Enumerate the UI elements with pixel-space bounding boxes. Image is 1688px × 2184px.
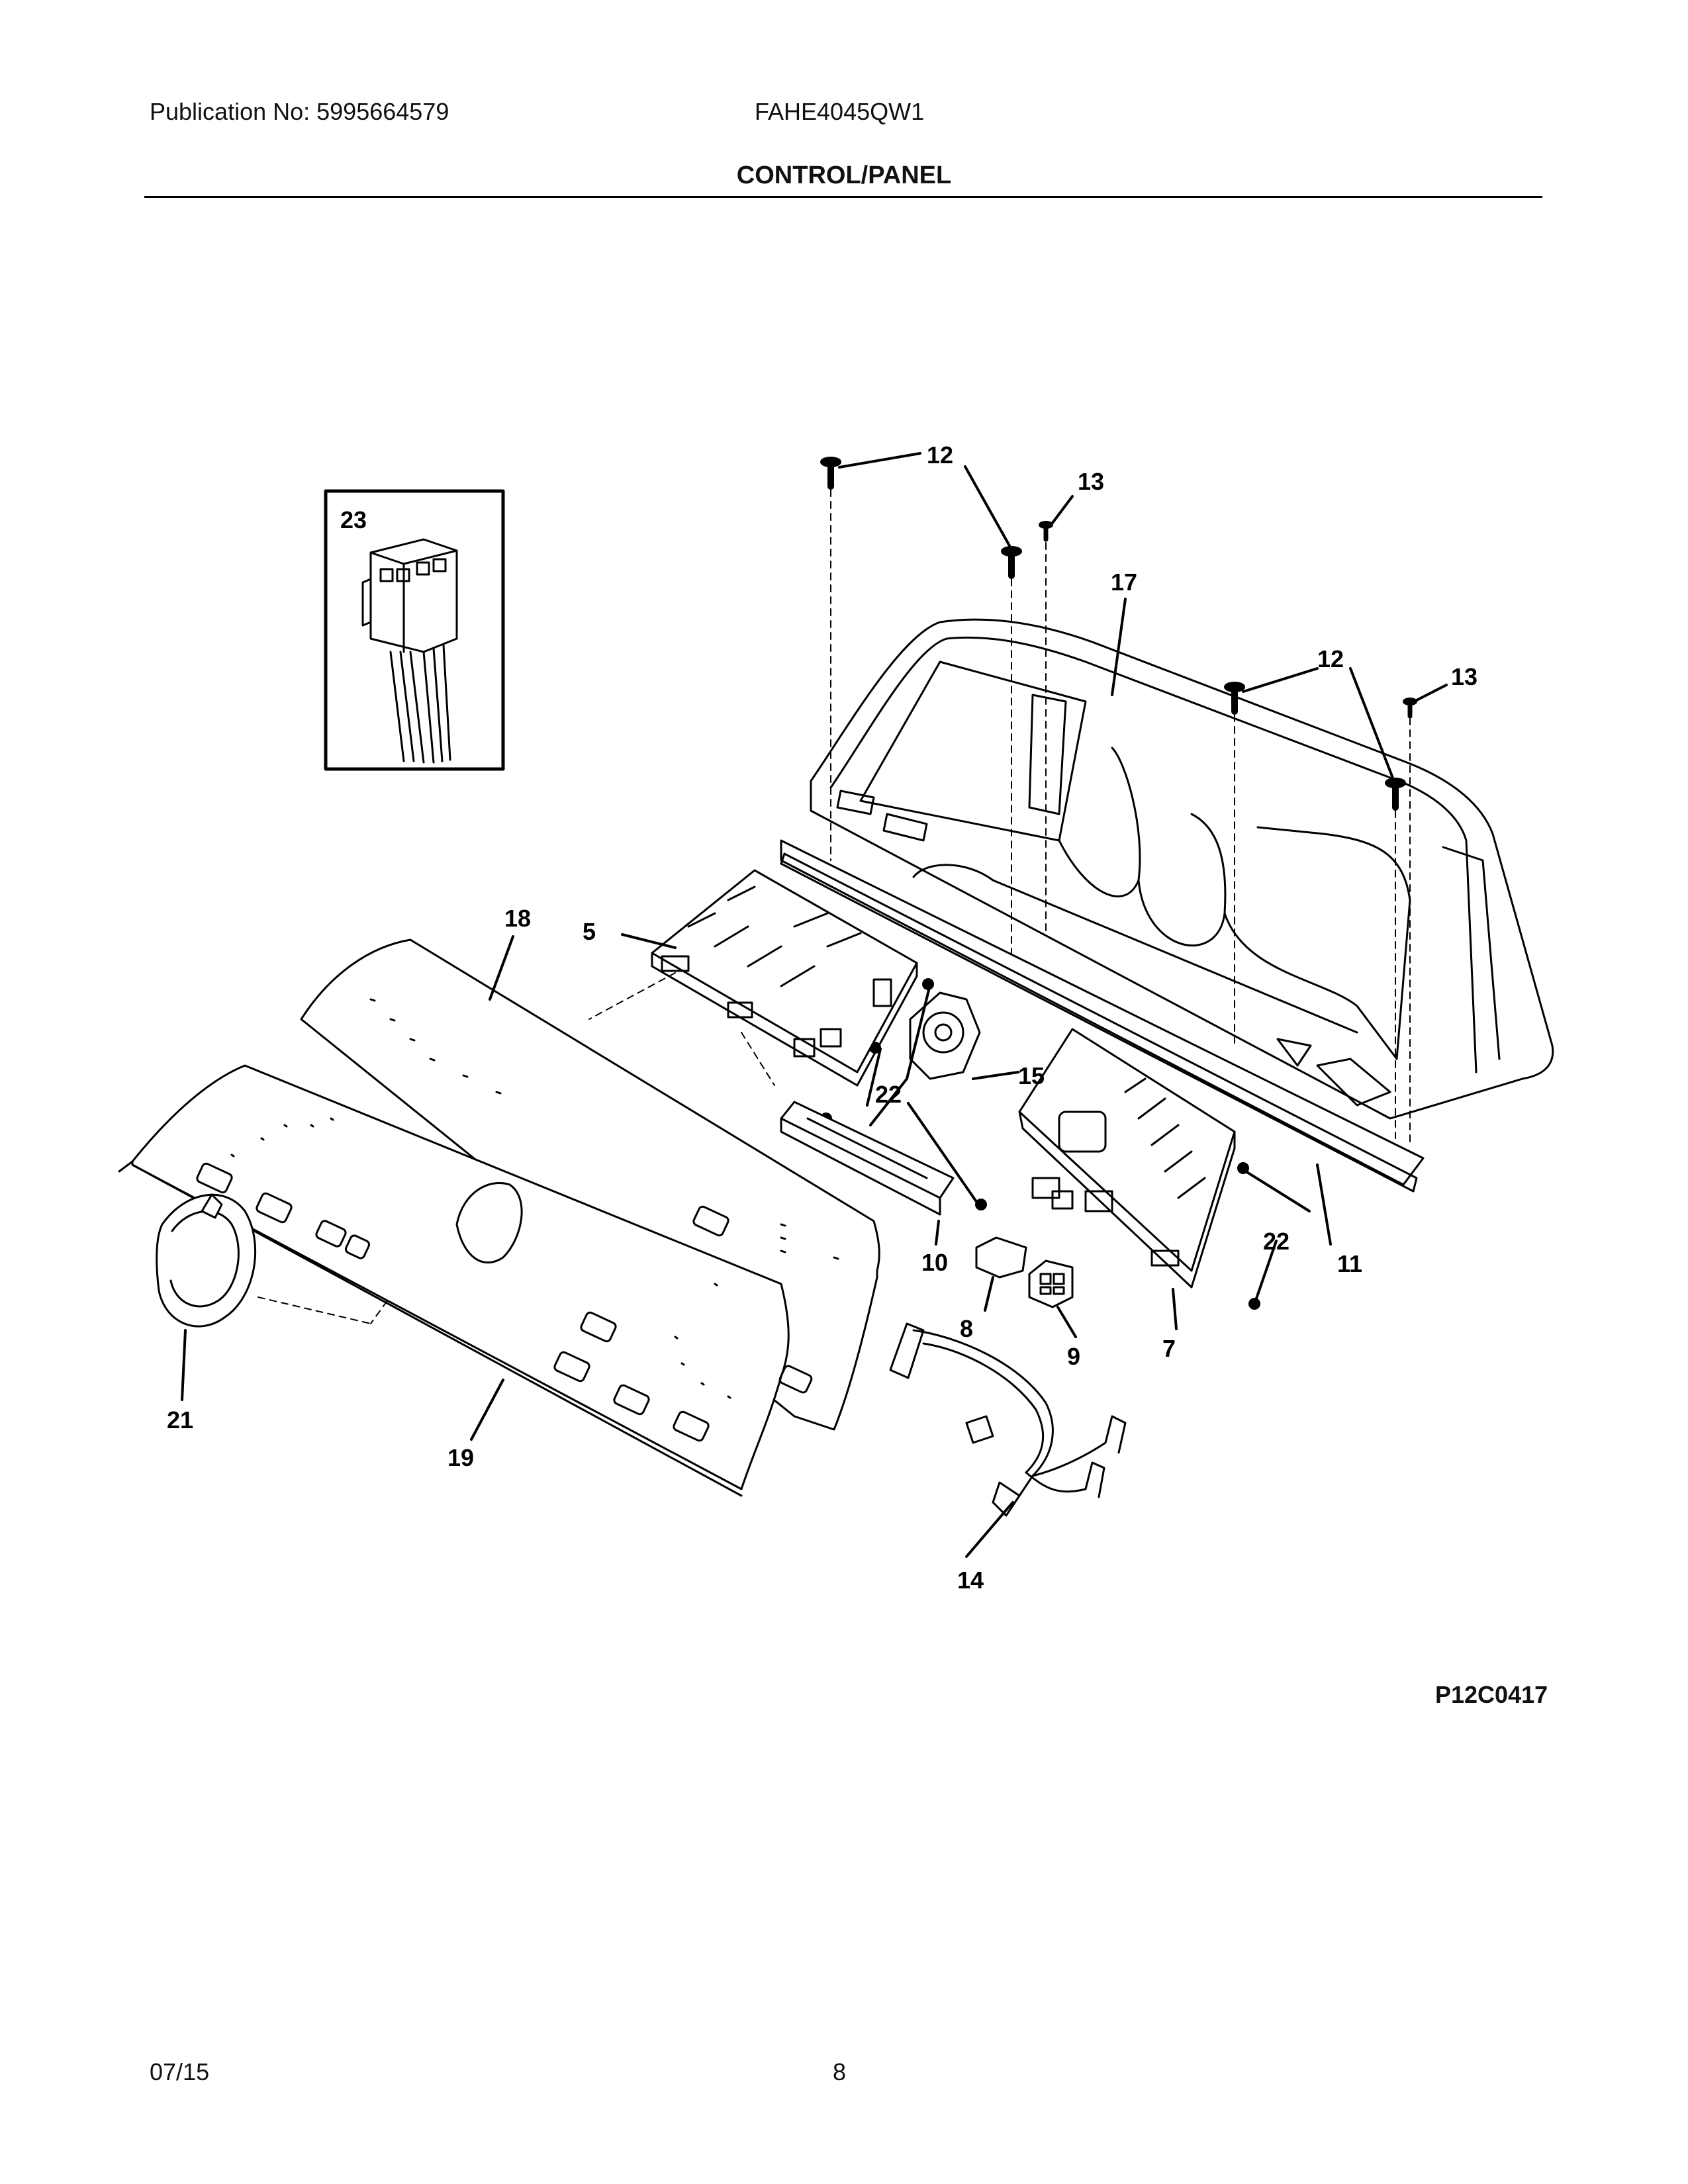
callout-12b: 12 [1317, 645, 1344, 672]
callout-22b: 22 [1263, 1228, 1289, 1255]
callout-10: 10 [921, 1249, 948, 1276]
button-part-8 [975, 1236, 1027, 1279]
callout-21: 21 [167, 1406, 193, 1433]
callout-7: 7 [1162, 1335, 1176, 1362]
leader-lines [181, 452, 1448, 1558]
alignment-lines [258, 489, 1411, 1324]
control-knob [156, 1193, 257, 1328]
trim-strip [780, 852, 1418, 1193]
callout-5: 5 [583, 918, 596, 945]
callout-18: 18 [504, 905, 531, 932]
inset-label-23: 23 [340, 506, 367, 533]
pressure-sensor [909, 991, 981, 1080]
page-number: 8 [833, 2058, 847, 2085]
callout-8: 8 [960, 1315, 973, 1342]
callout-17: 17 [1111, 569, 1137, 596]
callout-12a: 12 [927, 441, 953, 469]
control-board-lower [1018, 1028, 1236, 1289]
callout-9: 9 [1067, 1343, 1080, 1370]
callout-15: 15 [1018, 1062, 1045, 1089]
control-panel-overlay-front [118, 1064, 813, 1497]
callout-22a: 22 [875, 1081, 902, 1108]
footer-date: 07/15 [150, 2058, 210, 2085]
model-number: FAHE4045QW1 [755, 98, 925, 125]
wire-connector-inset [324, 489, 505, 771]
callout-13b: 13 [1451, 663, 1477, 690]
publication-number: Publication No: 5995664579 [150, 98, 449, 125]
callout-13a: 13 [1078, 468, 1104, 495]
led-bar-board [780, 1101, 955, 1216]
diagram-code: P12C0417 [1435, 1681, 1548, 1708]
wire-harness [889, 1322, 1127, 1517]
control-board-upper [651, 869, 918, 1087]
title-rule [144, 196, 1542, 198]
callout-14: 14 [957, 1567, 984, 1594]
callout-19: 19 [447, 1444, 474, 1471]
page-title: CONTROL/PANEL [736, 161, 952, 189]
console-housing [780, 618, 1554, 1186]
button-part-9 [1028, 1259, 1074, 1308]
callout-11: 11 [1337, 1250, 1362, 1277]
